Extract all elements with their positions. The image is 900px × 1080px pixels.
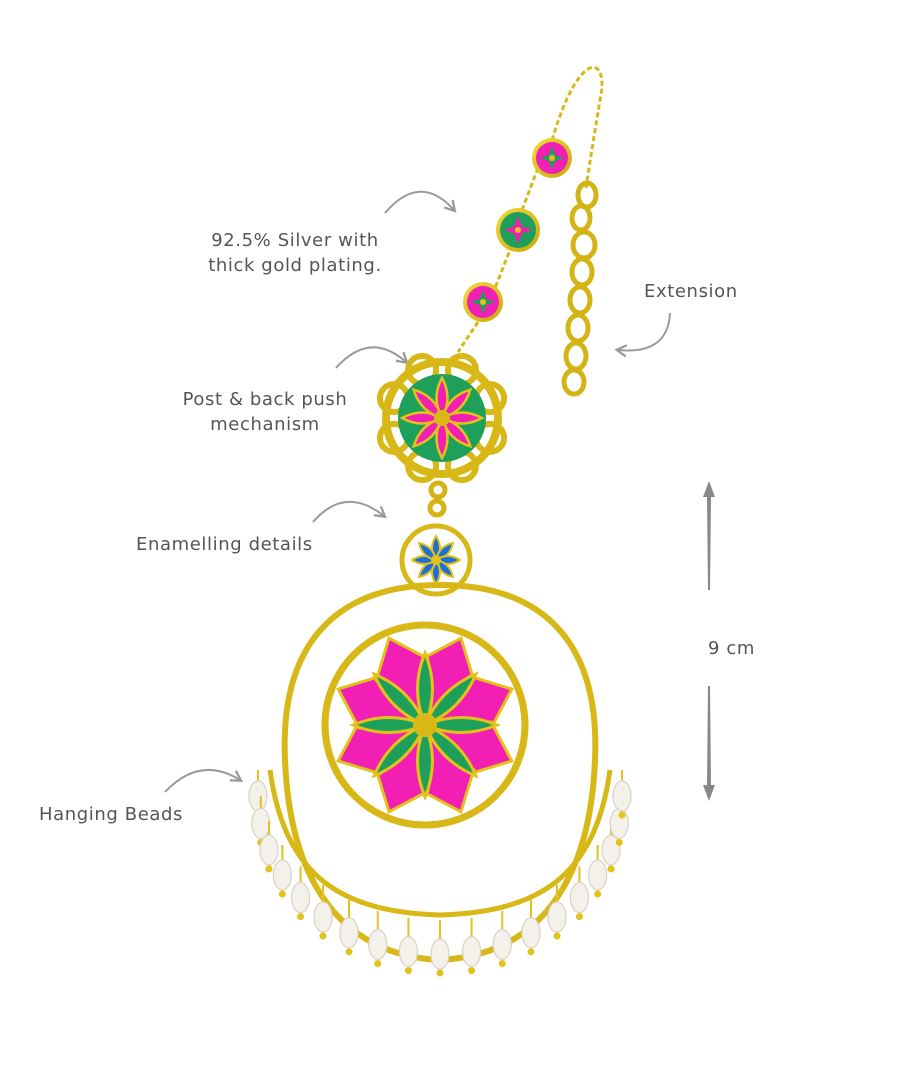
hoop-inner-arc bbox=[267, 769, 613, 918]
extension-label: Extension bbox=[644, 281, 738, 302]
enamelling-label: Enamelling details bbox=[136, 534, 313, 555]
annotation-arrows bbox=[164, 190, 671, 793]
chains bbox=[456, 65, 604, 353]
dimension-marker bbox=[703, 481, 715, 801]
small-flower-link-1 bbox=[532, 138, 572, 178]
post-mechanism-label: Post & back push mechanism bbox=[182, 389, 348, 435]
hanging-beads bbox=[248, 770, 632, 977]
main-flower bbox=[321, 621, 529, 829]
top-flower-pendant bbox=[376, 352, 508, 484]
post-arrow bbox=[335, 346, 409, 369]
extension-chain bbox=[561, 180, 599, 397]
silver-plating-label: 92.5% Silver with thick gold plating. bbox=[208, 230, 382, 276]
connector-loops bbox=[427, 480, 448, 518]
hanging-beads-label: Hanging Beads bbox=[39, 804, 184, 825]
small-flower-link-2 bbox=[496, 208, 540, 252]
silver-arrow bbox=[384, 190, 457, 214]
extension-arrow bbox=[614, 312, 671, 358]
small-flower-link-3 bbox=[463, 282, 503, 322]
top-chain bbox=[548, 65, 604, 189]
blue-flower bbox=[399, 523, 473, 597]
size-label: 9 cm bbox=[708, 638, 756, 659]
beads-arrow bbox=[164, 768, 244, 793]
enamel-arrow bbox=[312, 501, 387, 523]
